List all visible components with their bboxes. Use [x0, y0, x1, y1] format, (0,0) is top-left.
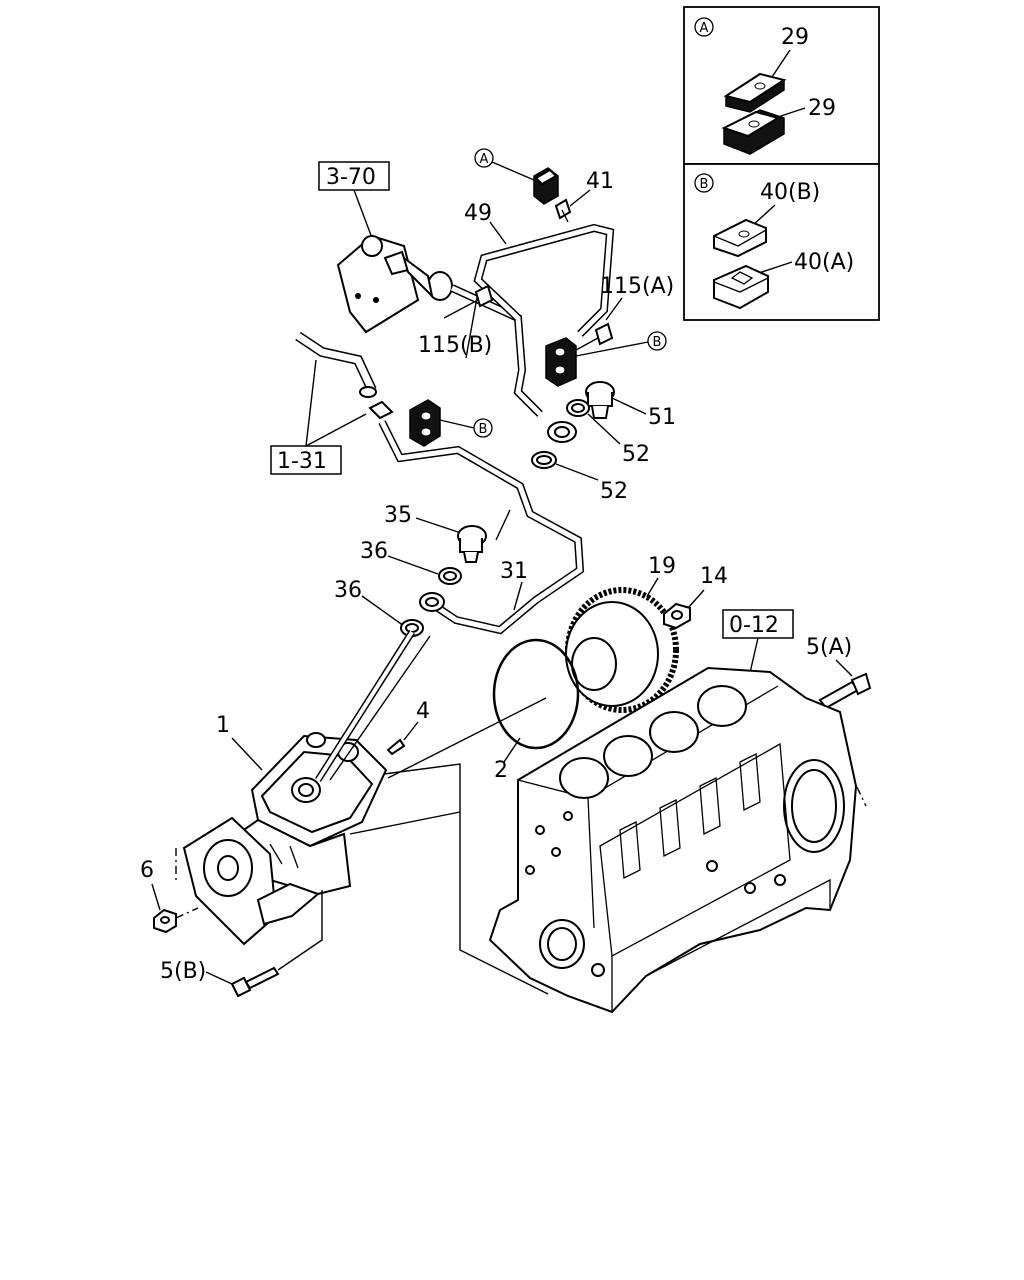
label-36-upper: 36 [360, 539, 388, 564]
label-36-lower: 36 [334, 578, 362, 603]
inset-b-label-bottom: 40(A) [794, 250, 854, 275]
label-5b: 5(B) [160, 959, 206, 984]
bolt-5a-icon [818, 672, 872, 710]
svg-text:1-31: 1-31 [277, 449, 327, 474]
svg-text:3-70: 3-70 [326, 165, 376, 190]
cylinder-block-0-12-icon [488, 666, 858, 1014]
inset-a-label-top: 29 [781, 25, 809, 50]
label-115b: 115(B) [418, 333, 492, 358]
inset-b-label-top: 40(B) [760, 180, 820, 205]
clamp-b-upper-icon [545, 337, 649, 387]
clamp-40a-icon [713, 264, 769, 310]
label-41: 41 [586, 169, 614, 194]
svg-text:A: A [700, 21, 709, 36]
clamp-b-lower-icon [409, 399, 475, 447]
label-52-lower: 52 [600, 479, 628, 504]
label-115a: 115(A) [600, 274, 674, 299]
label-5a: 5(A) [806, 635, 852, 660]
label-2: 2 [494, 758, 508, 783]
label-35: 35 [384, 503, 412, 528]
marker-b-icon: B [694, 173, 714, 193]
washer-36-upper-icon [438, 567, 462, 585]
label-1: 1 [216, 713, 230, 738]
banjo-bolt-51-icon [585, 381, 615, 419]
hose-1-31-icon [295, 331, 394, 447]
clamp-29-lower-icon [721, 109, 785, 155]
label-6: 6 [140, 858, 154, 883]
gear-19-icon [565, 587, 679, 713]
label-51: 51 [648, 405, 676, 430]
ref-box-3-70: 3-70 [318, 161, 390, 191]
washer-52-lower-icon [531, 451, 557, 469]
bolt-115a-icon [575, 322, 614, 351]
label-52-upper: 52 [622, 442, 650, 467]
callout-a-upper: A [474, 148, 559, 205]
pipe-31-icon [378, 420, 585, 635]
callout-b-upper: B [647, 331, 667, 351]
o-ring-2-icon [492, 638, 580, 750]
clamp-29-upper-icon [723, 72, 787, 113]
label-14: 14 [700, 564, 728, 589]
label-49: 49 [464, 201, 492, 226]
label-4: 4 [416, 699, 430, 724]
label-19: 19 [648, 554, 676, 579]
banjo-bolt-35-icon [457, 525, 487, 563]
washer-52-upper-icon [566, 399, 590, 417]
bolt-5b-icon [230, 966, 280, 998]
clamp-40b-icon [713, 218, 767, 258]
label-31: 31 [500, 559, 528, 584]
svg-text:B: B [479, 422, 488, 437]
nut-14-icon [663, 602, 691, 630]
bolt-41-icon [554, 189, 591, 223]
svg-text:A: A [480, 152, 489, 167]
inset-box-a: A 29 29 [683, 6, 880, 165]
callout-b-lower: B [473, 418, 493, 438]
bolt-115b-icon [443, 284, 494, 319]
ref-box-0-12: 0-12 [722, 609, 794, 639]
compressor-1-icon [182, 732, 388, 946]
svg-text:B: B [653, 335, 662, 350]
svg-text:B: B [700, 177, 709, 192]
inset-a-label-bottom: 29 [808, 96, 836, 121]
ref-box-1-31: 1-31 [270, 445, 342, 475]
key-4-icon [386, 738, 406, 756]
nut-6-icon [153, 908, 177, 934]
pipe-49-icon [450, 223, 615, 443]
svg-text:0-12: 0-12 [729, 613, 779, 638]
marker-a-icon: A [694, 17, 714, 37]
bracket-3-70-icon [336, 189, 453, 334]
inset-box-b: B 40(B) 40(A) [683, 163, 880, 321]
